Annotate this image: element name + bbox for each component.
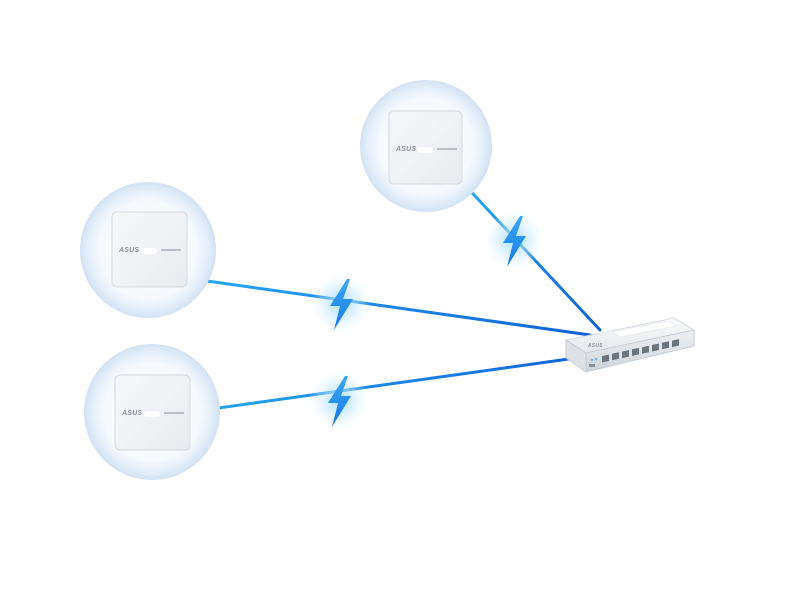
access-point-bottom-left: ASUS — [84, 344, 220, 480]
link-line-bottom-ap — [188, 354, 592, 414]
access-point-middle-left: ASUS — [80, 182, 216, 318]
ceiling-access-point-icon: ASUS — [114, 374, 191, 451]
network-switch-icon: ASUS — [564, 317, 696, 373]
lightning-bolt-icon — [309, 370, 369, 430]
lightning-bolt-icon — [311, 273, 371, 333]
brand-logo-text: ASUS — [118, 247, 139, 254]
brand-logo-text: ASUS — [587, 343, 603, 349]
link-line-middle-ap — [184, 276, 592, 337]
brand-logo-text: ASUS — [395, 146, 416, 153]
brand-logo-text: ASUS — [121, 410, 142, 417]
access-point-top: ASUS — [360, 80, 492, 212]
lightning-bolt-icon — [484, 210, 544, 270]
ceiling-access-point-icon: ASUS — [388, 110, 463, 185]
ceiling-access-point-icon: ASUS — [111, 211, 188, 288]
